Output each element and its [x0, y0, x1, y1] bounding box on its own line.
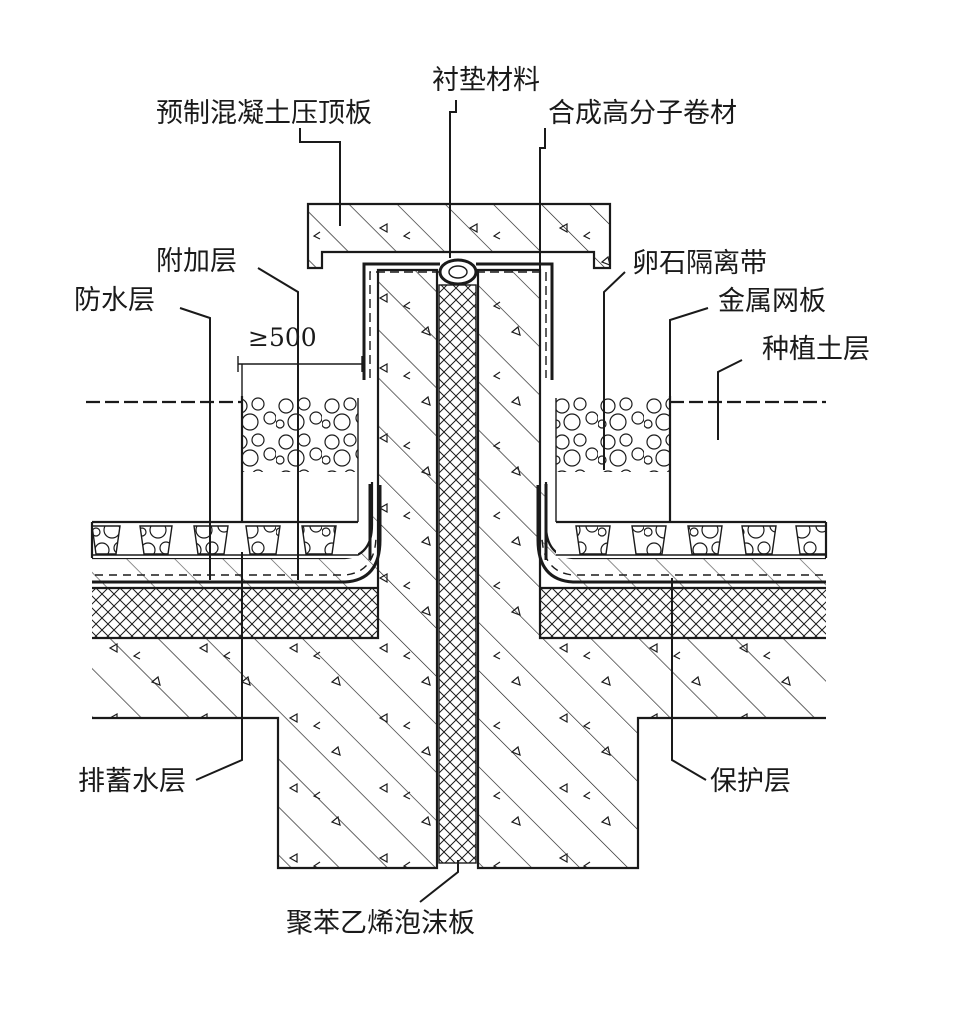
label-liner: 衬垫材料 [432, 65, 540, 96]
liner-rod [438, 258, 478, 286]
polymer-membrane [362, 262, 554, 560]
planting-soil-surface [86, 398, 826, 522]
pebble-strip-right [556, 396, 672, 522]
label-eps-board: 聚苯乙烯泡沫板 [286, 908, 475, 939]
leader-lines [179, 100, 743, 903]
insulation-layer-right [540, 586, 826, 638]
pebble-strip-left [240, 396, 358, 522]
label-pebble-strip: 卵石隔离带 [632, 248, 767, 279]
drainage-layer-left [90, 520, 358, 558]
drainage-layer-right [556, 520, 828, 558]
label-metal-mesh: 金属网板 [718, 286, 826, 317]
label-additional-layer: 附加层 [156, 246, 237, 277]
label-planting-soil: 种植土层 [762, 334, 870, 365]
dimension-500 [237, 356, 363, 522]
protection-layer-left [92, 480, 382, 590]
label-drainage-layer: 排蓄水层 [78, 766, 186, 797]
label-dimension: ≥500 [248, 323, 317, 352]
precast-cap [306, 202, 612, 270]
eps-foam-board [438, 284, 477, 864]
label-protection-layer: 保护层 [710, 766, 791, 797]
label-precast-cap: 预制混凝土压顶板 [156, 98, 372, 129]
insulation-layer-left [92, 586, 378, 638]
label-polymer-membrane: 合成高分子卷材 [548, 98, 737, 129]
label-waterproof-layer: 防水层 [74, 285, 155, 316]
